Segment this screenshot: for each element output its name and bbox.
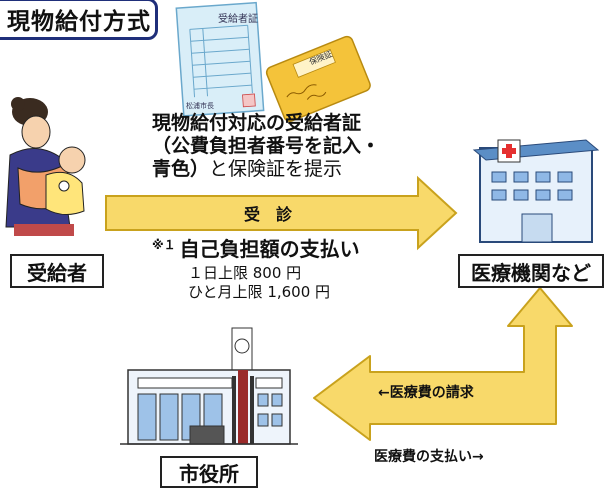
instruction-line-3-bold: 青色） bbox=[152, 158, 210, 180]
instruction-text: 現物給付対応の受給者証 （公費負担者番号を記入・ 青色）と保険証を提示 bbox=[152, 112, 380, 181]
insurance-card-icon bbox=[265, 35, 371, 122]
title-box: 現物給付方式 bbox=[0, 0, 158, 40]
certificate-footer: 松浦市長 bbox=[186, 101, 214, 110]
claim-label: ←医療費の請求 bbox=[378, 385, 474, 401]
medical-institution-label: 医療機関など bbox=[458, 254, 604, 288]
fee-heading-text: 自己負担額の支払い bbox=[179, 237, 360, 261]
mother-and-baby-icon bbox=[5, 97, 86, 236]
recipient-certificate-icon bbox=[175, 1, 265, 117]
city-office-icon bbox=[120, 327, 298, 445]
certificate-title: 受給者証 bbox=[218, 12, 258, 25]
instruction-line-1: 現物給付対応の受給者証 bbox=[152, 112, 362, 134]
billing-arrow bbox=[313, 287, 573, 441]
visit-arrow bbox=[105, 175, 458, 251]
fee-monthly-limit: ひと月上限 1,600 円 bbox=[188, 283, 331, 301]
city-office-label: 市役所 bbox=[160, 456, 258, 488]
hospital-icon bbox=[472, 139, 600, 243]
instruction-line-3-rest: と保険証を提示 bbox=[209, 158, 343, 180]
payment-label: 医療費の支払い→ bbox=[374, 449, 484, 465]
visit-arrow-label: 受 診 bbox=[244, 205, 293, 224]
fee-daily-limit: １日上限 800 円 bbox=[188, 264, 302, 282]
recipient-label: 受給者 bbox=[10, 254, 104, 288]
instruction-line-3: 青色）と保険証を提示 bbox=[152, 158, 380, 181]
page-title: 現物給付方式 bbox=[7, 9, 151, 35]
instruction-line-2: （公費負担者番号を記入・ bbox=[152, 135, 381, 157]
fee-footnote-mark: ※１ bbox=[152, 238, 176, 252]
